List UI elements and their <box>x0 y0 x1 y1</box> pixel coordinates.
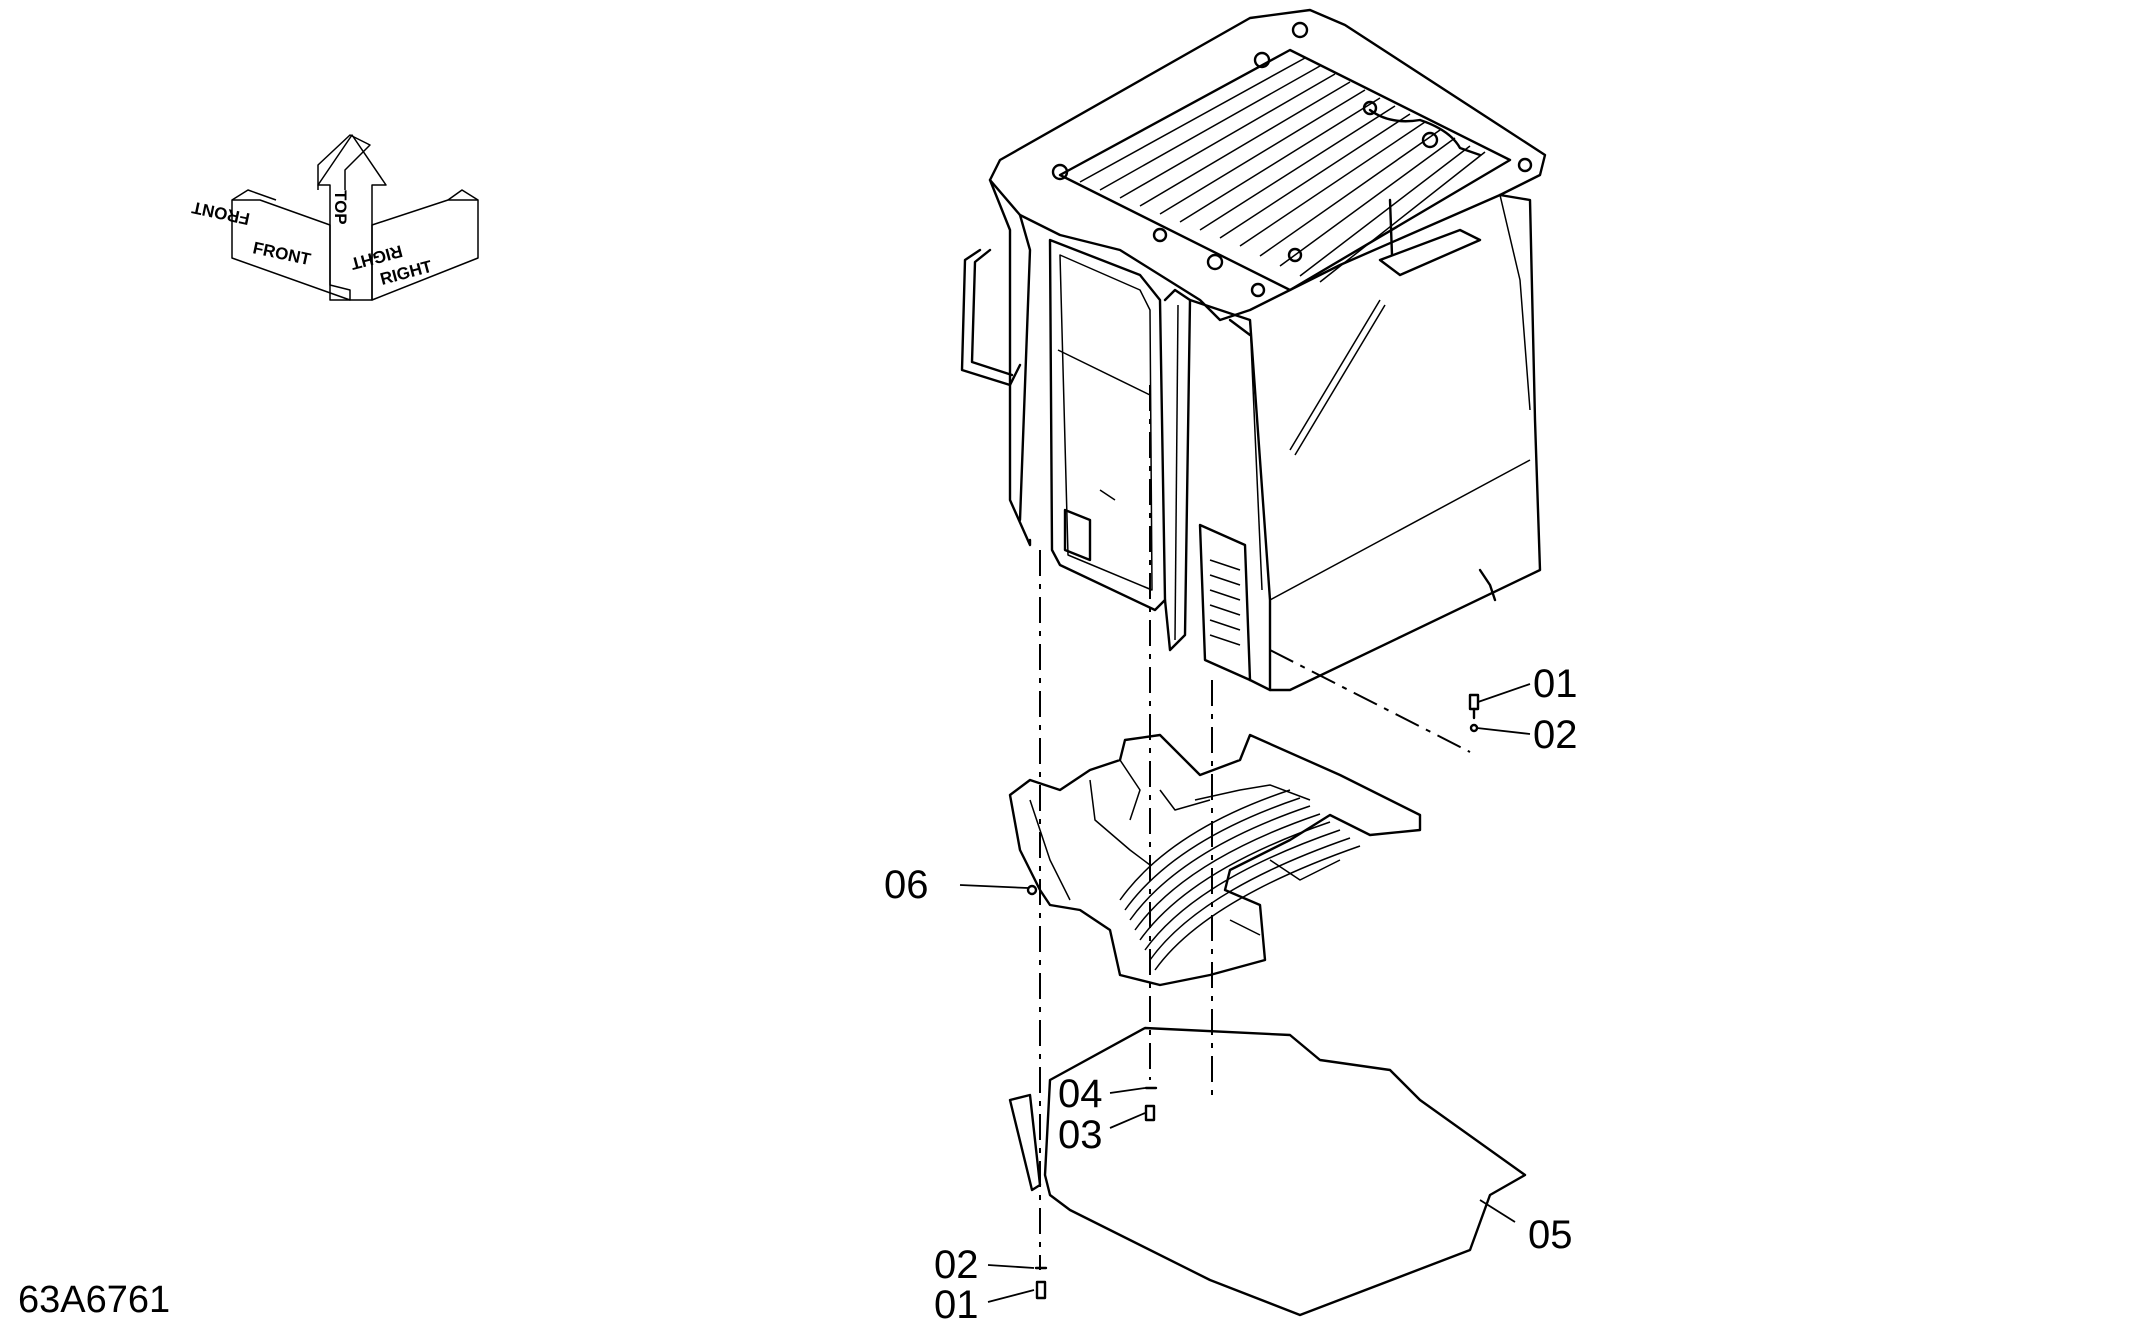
callout-02-top: 02 <box>1533 713 1578 757</box>
grab-handle-right <box>1378 228 1482 277</box>
callout-05: 05 <box>1528 1213 1573 1257</box>
fasteners <box>1026 693 1480 1300</box>
top-label: TOP <box>331 190 350 225</box>
cab-door <box>1048 238 1167 612</box>
callout-02-bottom: 02 <box>934 1243 979 1287</box>
drawing-code: 63A6761 <box>18 1279 170 1321</box>
roof-bolts <box>1051 21 1533 298</box>
top-arrow <box>317 134 387 301</box>
bolt-01-bottom <box>1035 1280 1047 1300</box>
vent-grille <box>1209 559 1241 646</box>
callout-04: 04 <box>1058 1072 1103 1116</box>
screw-03 <box>1144 1104 1156 1122</box>
floor-cover-ribs <box>1119 789 1361 971</box>
assembly-lines <box>1039 385 1471 1270</box>
callout-03: 03 <box>1058 1113 1103 1157</box>
callout-01-bottom: 01 <box>934 1283 979 1324</box>
washer-02-top <box>1469 723 1479 733</box>
front-label: FRONT <box>251 238 313 269</box>
leader-lines <box>959 683 1531 1303</box>
grab-handle-left <box>960 248 1022 387</box>
fastener-06 <box>1026 884 1038 896</box>
orientation-indicator: FRONT FRONT TOP RIGHT RIGHT <box>190 134 479 301</box>
callout-06: 06 <box>884 863 929 907</box>
top-arrow-ghost <box>317 134 371 190</box>
front-mirrored-label: FRONT <box>190 198 252 229</box>
roof-ribs <box>1079 57 1486 283</box>
callouts: 01 02 06 04 03 05 02 01 <box>884 662 1578 1324</box>
bolt-01-top <box>1468 693 1480 711</box>
cab-assembly <box>960 8 1547 692</box>
right-arrow <box>371 199 479 301</box>
callout-01-top: 01 <box>1533 662 1578 706</box>
floor-cover <box>1008 733 1422 987</box>
